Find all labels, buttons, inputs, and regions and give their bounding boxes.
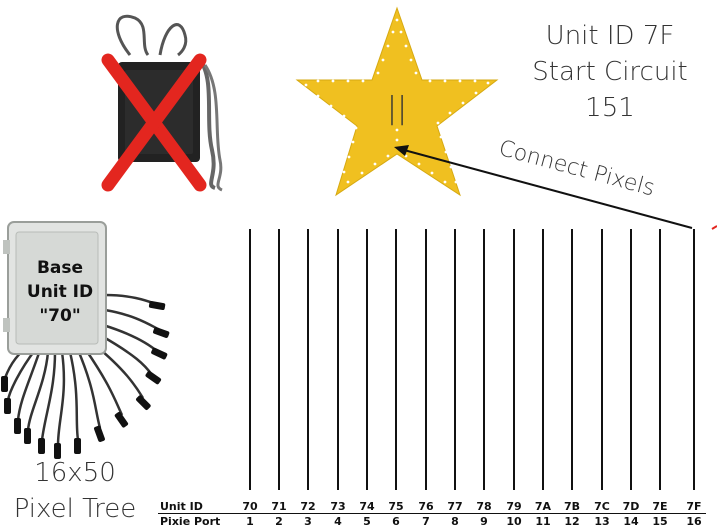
unit-id-cell: 7E [645, 500, 675, 513]
unit-id-cell: 7D [616, 500, 646, 513]
unit-id-cell: 72 [293, 500, 323, 513]
port-cell: 4 [323, 515, 353, 528]
unit-id-cell: 79 [499, 500, 529, 513]
red-edge-mark [712, 226, 717, 229]
start-circuit-line: Start Circuit 151 [510, 54, 710, 126]
tree-type-label: Pixel Tree [0, 491, 150, 527]
port-cell: 5 [352, 515, 382, 528]
port-cell: 13 [587, 515, 617, 528]
port-cell: 16 [679, 515, 709, 528]
unit-id-cell: 70 [235, 500, 265, 513]
port-cell: 14 [616, 515, 646, 528]
controller-label-line1: Base [10, 256, 110, 280]
unit-id-cell: 74 [352, 500, 382, 513]
crossed-controller-image [108, 16, 222, 190]
port-cell: 15 [645, 515, 675, 528]
unit-id-cell: 7B [557, 500, 587, 513]
controller-label-line3: "70" [10, 304, 110, 328]
pixie-port-row-label: Pixie Port [160, 515, 220, 528]
port-cell: 3 [293, 515, 323, 528]
unit-id-line: Unit ID 7F [510, 18, 710, 54]
unit-id-cell: 7C [587, 500, 617, 513]
tree-caption: 16x50 Pixel Tree [0, 455, 150, 527]
controller-label: Base Unit ID "70" [10, 256, 110, 328]
controller-label-line2: Unit ID [10, 280, 110, 304]
unit-id-cell: 76 [411, 500, 441, 513]
port-cell: 6 [381, 515, 411, 528]
unit-id-row-label: Unit ID [160, 500, 203, 513]
port-cell: 2 [264, 515, 294, 528]
unit-id-cell: 73 [323, 500, 353, 513]
unit-id-cell: 75 [381, 500, 411, 513]
port-cell: 8 [440, 515, 470, 528]
port-cell: 12 [557, 515, 587, 528]
star-mark: || [387, 91, 407, 126]
port-cell: 11 [528, 515, 558, 528]
tree-size-label: 16x50 [0, 455, 150, 491]
unit-id-cell: 77 [440, 500, 470, 513]
unit-id-cell: 78 [469, 500, 499, 513]
unit-callout: Unit ID 7F Start Circuit 151 [510, 18, 710, 126]
pixel-strings [250, 229, 694, 490]
unit-id-cell: 7F [679, 500, 709, 513]
port-cell: 7 [411, 515, 441, 528]
unit-id-cell: 7A [528, 500, 558, 513]
port-cell: 10 [499, 515, 529, 528]
unit-id-cell: 71 [264, 500, 294, 513]
port-cell: 1 [235, 515, 265, 528]
port-cell: 9 [469, 515, 499, 528]
table-divider [158, 513, 706, 514]
connect-pixels-label: Connect Pixels [496, 136, 657, 202]
